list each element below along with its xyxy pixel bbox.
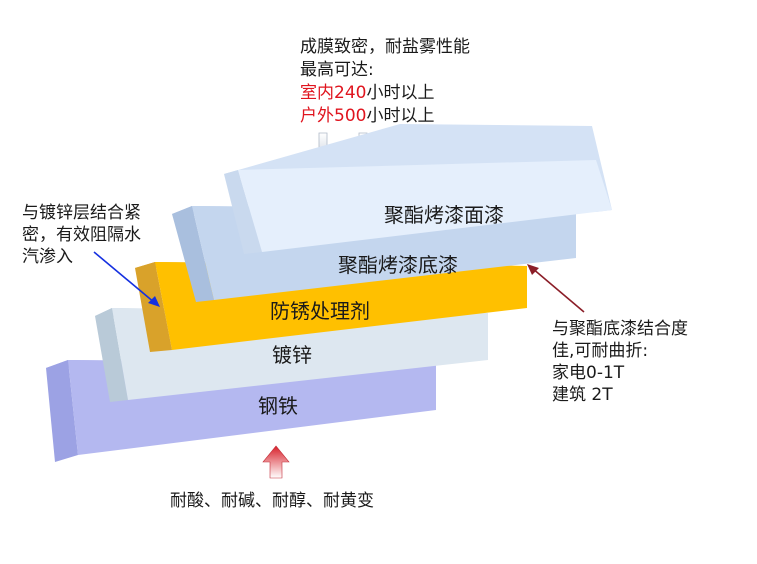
topcoat-label: 聚酯烤漆面漆 [384,203,504,227]
bottom-annotation: 耐酸、耐碱、耐醇、耐黄变 [170,490,374,513]
left-pointer [93,251,160,307]
top-annotation-line4: 户外500小时以上 [300,105,470,128]
primer-label: 聚酯烤漆底漆 [338,253,458,277]
right-pointer-arrowhead-icon [527,264,539,275]
pretreatment-label: 防锈处理剂 [270,299,370,323]
left-annotation-line1: 与镀锌层结合紧 [22,203,141,223]
top-annotation: 成膜致密，耐盐雾性能 最高可达: 室内240小时以上 户外500小时以上 [300,36,470,128]
pretreatment-side-face [135,262,172,352]
bottom-up-arrow-icon [262,445,290,479]
right-annotation-line3: 家电0-1T [552,363,625,383]
top-annotation-line1: 成膜致密，耐盐雾性能 [300,37,470,57]
left-annotation-line3: 汽渗入 [22,247,73,267]
left-pointer-arrowhead-icon [148,296,160,307]
topcoat-front-face [238,160,612,252]
primer-side-face [172,206,214,302]
right-annotation-line2: 佳,可耐曲折: [552,341,649,361]
right-annotation-line4: 建筑 2T [552,385,613,405]
galvanized-side-face [95,308,128,402]
left-annotation-line2: 密，有效阻隔水 [22,225,141,245]
layer-topcoat: 聚酯烤漆面漆 [224,124,612,254]
indoor-hours: 室内240 [300,83,367,103]
right-annotation: 与聚酯底漆结合度 佳,可耐曲折: 家电0-1T 建筑 2T [552,318,688,406]
galvanized-label: 镀锌 [272,343,312,367]
right-pointer-line [531,267,585,313]
bottom-annotation-text: 耐酸、耐碱、耐醇、耐黄变 [170,491,374,511]
right-annotation-line1: 与聚酯底漆结合度 [552,319,688,339]
steel-label: 钢铁 [258,394,298,418]
top-annotation-line3: 室内240小时以上 [300,82,470,105]
outdoor-hours-suffix: 小时以上 [366,106,435,126]
left-pointer-line [93,251,156,304]
left-annotation: 与镀锌层结合紧 密，有效阻隔水 汽渗入 [22,202,141,268]
right-pointer [527,264,585,313]
outdoor-hours: 户外500 [300,106,367,126]
topcoat-side-face [224,170,262,254]
top-annotation-line2: 最高可达: [300,60,374,80]
indoor-hours-suffix: 小时以上 [366,83,435,103]
steel-side-face [46,360,78,462]
